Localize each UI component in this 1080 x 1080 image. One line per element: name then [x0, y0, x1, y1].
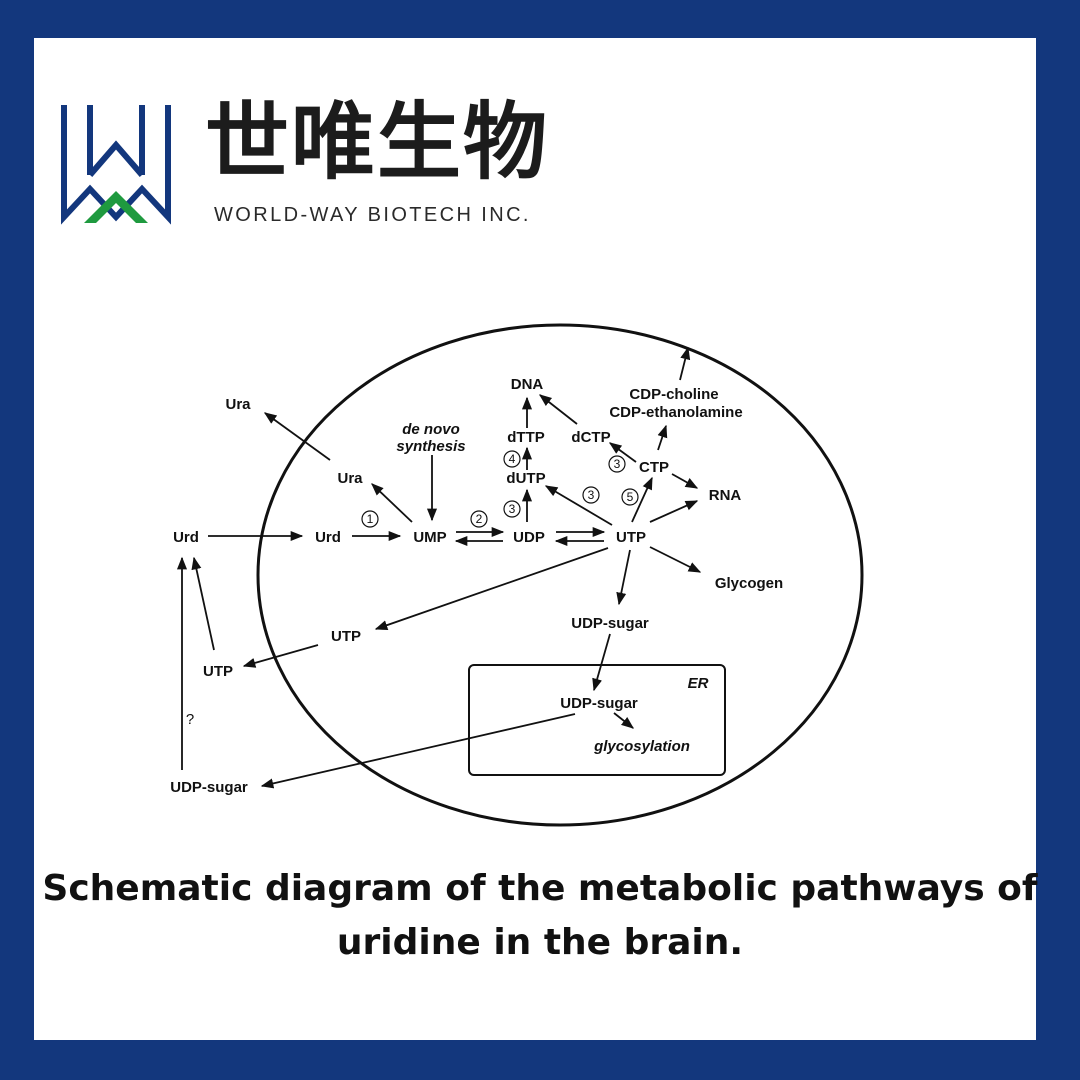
node-de-novo: de novo	[402, 421, 460, 438]
arrow-ctp-to-rna	[671, 473, 699, 489]
node-udp: UDP	[513, 529, 545, 546]
brand-name-cn: 世唯生物	[205, 93, 550, 191]
step-circle-5	[621, 488, 639, 506]
node-ctp: CTP	[639, 459, 669, 476]
arrow-ctp-to-cdp	[657, 424, 668, 451]
step-label-3c: 3	[588, 488, 595, 502]
step-label-5: 5	[627, 490, 634, 504]
arrow-ump-to-ura	[371, 483, 413, 523]
arrow-utp-to-utp-border	[374, 547, 609, 631]
node-ump: UMP	[413, 529, 446, 546]
node-synthesis: synthesis	[396, 438, 465, 455]
node-dutp: dUTP	[506, 470, 545, 487]
node-urd-in: Urd	[315, 529, 341, 546]
arrow-er-to-glycosylation	[613, 712, 634, 729]
node-ura-in: Ura	[337, 470, 363, 487]
step-label-3a: 3	[509, 502, 516, 516]
arrow-dctp-to-dna	[539, 394, 578, 425]
step-circle-1	[361, 510, 379, 528]
arrow-utp-border-to-out	[242, 644, 319, 668]
brand-name-en: WORLD-WAY BIOTECH INC.	[214, 204, 531, 226]
node-glycogen: Glycogen	[715, 575, 783, 592]
node-cdp-ethanolamine: CDP-ethanolamine	[609, 404, 742, 421]
step-label-3b: 3	[614, 457, 621, 471]
node-question: ?	[186, 711, 194, 728]
arrow-utp-to-dutp	[544, 485, 613, 526]
node-utp-out: UTP	[203, 663, 233, 680]
node-cdp-choline: CDP-choline	[629, 386, 718, 403]
cell-boundary	[256, 323, 864, 827]
brand-logo-icon	[61, 105, 171, 225]
node-udp-sugar-cell: UDP-sugar	[571, 615, 649, 632]
node-dctp: dCTP	[571, 429, 610, 446]
arrow-ura-in-to-ura-out	[263, 412, 331, 461]
node-glycosylation: glycosylation	[593, 738, 690, 755]
node-er: ER	[688, 675, 709, 692]
arrow-ctp-to-dctp	[608, 442, 637, 463]
step-circle-3c	[582, 486, 600, 504]
arrow-utp-to-rna	[649, 500, 699, 523]
node-ura-out: Ura	[225, 396, 251, 413]
node-utp-border: UTP	[331, 628, 361, 645]
arrow-utp-to-glycogen	[649, 546, 702, 573]
step-circle-3a	[503, 500, 521, 518]
node-rna: RNA	[709, 487, 742, 504]
arrow-utp-out-to-urd	[191, 556, 215, 651]
arrow-cdp-out	[679, 346, 691, 381]
step-label-1: 1	[367, 512, 374, 526]
node-urd-out: Urd	[173, 529, 199, 546]
arrow-utp-to-ctp	[631, 476, 653, 523]
node-utp: UTP	[616, 529, 646, 546]
er-compartment	[468, 664, 726, 776]
arrow-utp-to-udpsugar	[616, 549, 631, 606]
arrow-er-udpsugar-out	[260, 713, 576, 789]
figure-caption: Schematic diagram of the metabolic pathw…	[0, 862, 1080, 970]
content-card	[34, 38, 1036, 1040]
step-circle-3b	[608, 455, 626, 473]
step-label-4: 4	[509, 452, 516, 466]
node-udp-sugar-er: UDP-sugar	[560, 695, 638, 712]
node-dttp: dTTP	[507, 429, 545, 446]
caption-line-2: uridine in the brain.	[336, 922, 744, 963]
node-dna: DNA	[511, 376, 544, 393]
node-udp-sugar-out: UDP-sugar	[170, 779, 248, 796]
arrow-udpsugar-to-er	[592, 633, 611, 692]
step-label-2: 2	[476, 512, 483, 526]
step-circle-4	[503, 450, 521, 468]
caption-line-1: Schematic diagram of the metabolic pathw…	[42, 868, 1038, 909]
step-circle-2	[470, 510, 488, 528]
